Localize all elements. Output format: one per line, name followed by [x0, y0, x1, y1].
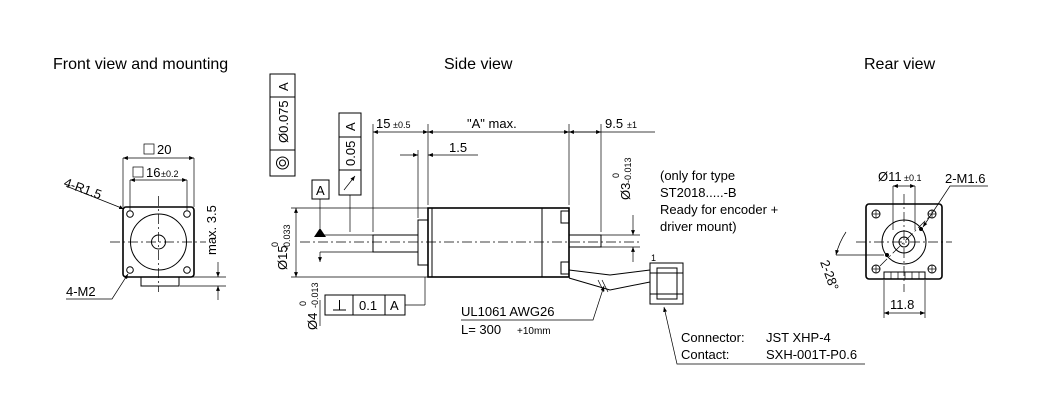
dim-d3: Ø3 [618, 183, 633, 200]
dim-a-max: "A" max. [467, 116, 517, 131]
dim-d15-tol-lo: -0.033 [282, 224, 292, 250]
front-hole-bl [126, 266, 134, 274]
dim-d4-tol-up: 0 [298, 301, 308, 306]
rear-angle-label: 2-28° [817, 258, 842, 292]
runout2-value: 0.05 [343, 141, 358, 166]
note-line-4: driver mount) [660, 219, 737, 234]
side-view: A Ø0.075 A 0.05 A [269, 73, 865, 365]
note-line-3: Ready for encoder + [660, 202, 778, 217]
runout-datum-a: A [276, 82, 291, 91]
dim-1-5: 1.5 [449, 140, 467, 155]
front-flange [417, 219, 429, 266]
front-hole-tr [183, 210, 191, 218]
perp-datum: A [390, 298, 399, 313]
dim-d4-tol-lo: -0.013 [310, 282, 320, 308]
connector-body [649, 262, 684, 305]
dim-d15: Ø15 [275, 245, 290, 270]
connector-value: JST XHP-4 [766, 330, 831, 345]
rear-shaft [568, 234, 602, 248]
front-hole-tl [126, 210, 134, 218]
dim-d11-tol: ±0.1 [904, 173, 921, 183]
front-connector-tab [140, 276, 180, 287]
contact-value: SXH-001T-P0.6 [766, 347, 857, 362]
dim-20: 20 [157, 142, 171, 157]
dim-d15-tol-up: 0 [270, 242, 280, 247]
runout-arrow-symbol [343, 175, 356, 191]
motor-body [427, 207, 570, 278]
cable-length: L= 300 [461, 322, 501, 337]
dim-15: 15 [376, 116, 390, 131]
front-view-title: Front view and mounting [53, 56, 228, 73]
rear-view-title: Rear view [864, 56, 936, 73]
radius-label: 4-R1.5 [62, 175, 104, 202]
front-hole-br [183, 266, 191, 274]
connector-label: Connector: [681, 330, 745, 345]
dim-d11: Ø11 [878, 169, 902, 184]
cable-type: UL1061 AWG26 [461, 304, 554, 319]
runout2-datum-a: A [343, 122, 358, 131]
max-3-5-label: max. 3.5 [204, 205, 219, 255]
thread-label: 4-M2 [66, 284, 96, 299]
runout-frame [269, 73, 296, 177]
dim-9-5-tol: ±1 [627, 120, 637, 130]
front-view: 20 16 ±0.2 4-R1.5 4-M2 max. 3.5 [62, 142, 226, 300]
note-line-1: (only for type [660, 168, 735, 183]
dim-16: 16 [146, 165, 160, 180]
dim-15-tol: ±0.5 [393, 120, 410, 130]
dim-d4: Ø4 [305, 313, 320, 330]
contact-label: Contact: [681, 347, 729, 362]
cable-lower [568, 277, 651, 291]
note-line-2: ST2018.....-B [660, 185, 737, 200]
concentricity-symbol [276, 156, 289, 170]
square-symbol-16 [132, 166, 144, 178]
rear-thread-label: 2-M1.6 [945, 171, 985, 186]
dim-11-8: 11.8 [890, 297, 914, 312]
datum-a-box [311, 179, 330, 200]
cable-upper [568, 269, 651, 276]
cable-length-tol: +10mm [517, 326, 551, 337]
square-symbol-20 [143, 143, 155, 155]
pin-1-label: 1 [651, 253, 656, 263]
dim-d3-tol-lo: -0.013 [623, 157, 633, 183]
dim-d3-tol-up: 0 [611, 173, 621, 178]
front-shaft [372, 234, 419, 253]
side-view-title: Side view [444, 56, 513, 73]
perp-value: 0.1 [359, 298, 377, 313]
dim-16-tol: ±0.2 [161, 169, 178, 179]
datum-a-label: A [316, 183, 325, 198]
rear-connector [883, 271, 926, 280]
dim-9-5: 9.5 [605, 116, 623, 131]
runout-value: Ø0.075 [276, 100, 291, 143]
rear-view: Ø11 ±0.1 2-M1.6 2-28° 11.8 [817, 169, 988, 318]
